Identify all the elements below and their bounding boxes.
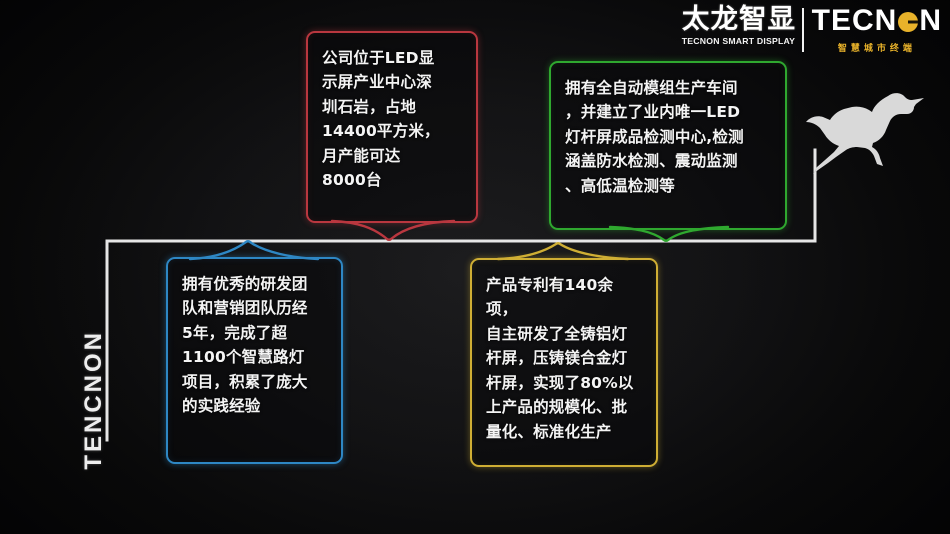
- callout-red-line-3: 圳石岩，占地: [322, 97, 417, 116]
- logo-chinese-name: 太龙智显: [681, 4, 796, 35]
- callout-yellow-line-4: 杆屏，实现了80%以: [486, 373, 634, 392]
- callout-green-line-5: 、高低温检测等: [565, 176, 675, 195]
- brand-logo: 太龙智显 TECNON SMART DISPLAY TECN N 智慧城市终端: [681, 4, 942, 54]
- callout-red-line-4: 14400平方米，: [322, 122, 440, 141]
- callout-blue-line-2: 队和营销团队历经: [182, 299, 308, 318]
- callout-blue-line-6: 的实践经验: [182, 397, 261, 416]
- callout-green-line-2: ，并建立了业内唯一LED: [565, 103, 741, 122]
- callout-blue-line-5: 项目，积累了庞大: [182, 372, 308, 391]
- callout-red-line-6: 8000台: [322, 171, 382, 190]
- logo-english-name-part1: TECN: [811, 4, 898, 37]
- callout-green-line-3: 灯杆屏成品检测中心,检测: [565, 127, 744, 146]
- logo-english-block: TECN N 智慧城市终端: [804, 6, 942, 54]
- callout-red-line-1: 公司位于LED显: [322, 49, 435, 67]
- callout-production-and-testing[interactable]: 拥有全自动模组生产车间 ，并建立了业内唯一LED 灯杆屏成品检测中心,检测 涵盖…: [549, 61, 787, 230]
- callout-blue-line-4: 1100个智慧路灯: [182, 348, 305, 367]
- callout-patents-and-manufacturing[interactable]: 产品专利有140余项， 自主研发了全铸铝灯 杆屏，压铸镁合金灯 杆屏，实现了80…: [470, 258, 658, 467]
- callout-yellow-line-5: 上产品的规模化、批: [486, 398, 628, 417]
- callout-red-line-5: 月产能可达: [322, 146, 401, 165]
- callout-location-and-capacity[interactable]: 公司位于LED显 示屏产业中心深 圳石岩，占地 14400平方米， 月产能可达 …: [306, 31, 478, 223]
- callout-yellow-line-2: 自主研发了全铸铝灯: [486, 324, 628, 343]
- callout-red-line-2: 示屏产业中心深: [322, 73, 432, 92]
- callout-yellow-line-1: 产品专利有140余项，: [486, 276, 614, 319]
- callout-team-and-projects[interactable]: 拥有优秀的研发团 队和营销团队历经 5年，完成了超 1100个智慧路灯 项目，积…: [166, 257, 343, 464]
- callout-blue-line-1: 拥有优秀的研发团: [182, 275, 308, 293]
- logo-o-dot-icon: [898, 12, 919, 32]
- logo-english-name: TECN N: [812, 6, 942, 36]
- logo-english-name-part2: N: [919, 4, 942, 37]
- vertical-brand-text: TENCNON: [80, 330, 107, 470]
- callout-yellow-line-3: 杆屏，压铸镁合金灯: [486, 349, 628, 368]
- logo-chinese-block: 太龙智显 TECNON SMART DISPLAY: [681, 4, 802, 46]
- callout-yellow-line-6: 量化、标准化生产: [486, 422, 612, 441]
- logo-divider: [801, 8, 804, 52]
- logo-chinese-tagline: TECNON SMART DISPLAY: [681, 37, 796, 46]
- callout-blue-line-3: 5年，完成了超: [182, 323, 288, 342]
- callout-green-line-4: 涵盖防水检测、震动监测: [565, 152, 738, 171]
- logo-english-tagline: 智慧城市终端: [837, 43, 916, 53]
- ostrich-silhouette-icon: [806, 93, 924, 174]
- callout-green-line-1: 拥有全自动模组生产车间: [565, 79, 738, 97]
